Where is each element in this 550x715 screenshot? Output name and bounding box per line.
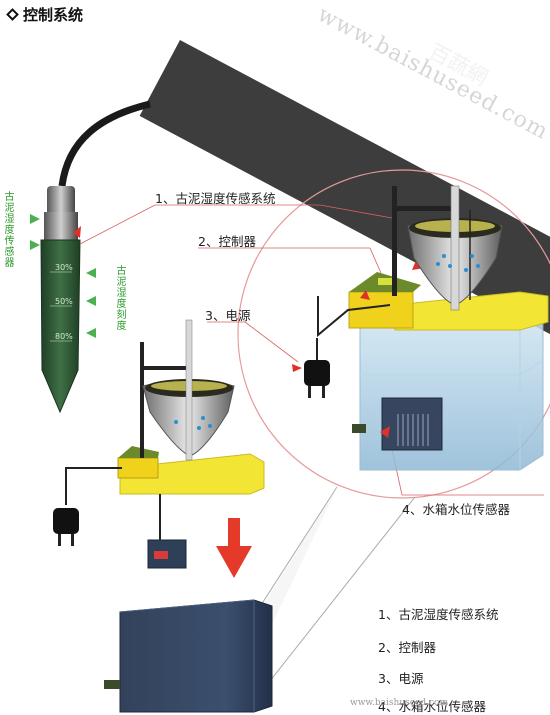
probe-scale-30: 30%	[55, 263, 73, 272]
title-text: 控制系统	[23, 6, 84, 24]
probe-body	[40, 239, 81, 414]
legend-item-3: 3、电源	[378, 671, 424, 686]
probe-nut	[44, 212, 78, 242]
legend-item-1: 1、古泥湿度传感系统	[378, 607, 499, 622]
down-arrow-icon	[216, 518, 252, 578]
callout-level-sensor: 4、水箱水位传感器	[402, 502, 510, 517]
shelf-small	[119, 453, 265, 495]
water-box	[119, 599, 273, 713]
callout-sensor-system: 1、古泥湿度传感系统	[155, 191, 276, 206]
page-title: 控制系统	[6, 4, 84, 25]
callout-power: 3、电源	[205, 308, 251, 323]
probe-cap	[47, 186, 75, 216]
probe-right-label: 古泥湿度刻度	[116, 266, 127, 332]
probe-cable	[58, 100, 151, 187]
controller-zoom	[348, 291, 414, 329]
probe-left-label: 古泥湿度传感器	[4, 192, 15, 269]
controller-small	[117, 457, 159, 479]
level-sensor-zoom	[381, 397, 443, 451]
legend-item-2: 2、控制器	[378, 640, 436, 655]
legend-item-4: 4、水箱水位传感器	[378, 699, 486, 714]
plug-small	[53, 508, 79, 534]
callout-controller: 2、控制器	[198, 234, 256, 249]
shelf	[394, 291, 549, 331]
probe-scale-50: 50%	[55, 297, 73, 306]
zoom-circle	[237, 169, 550, 499]
probe-scale-80: 80%	[55, 332, 73, 341]
watermark-bottom: www.baishuseed.com	[350, 698, 449, 708]
